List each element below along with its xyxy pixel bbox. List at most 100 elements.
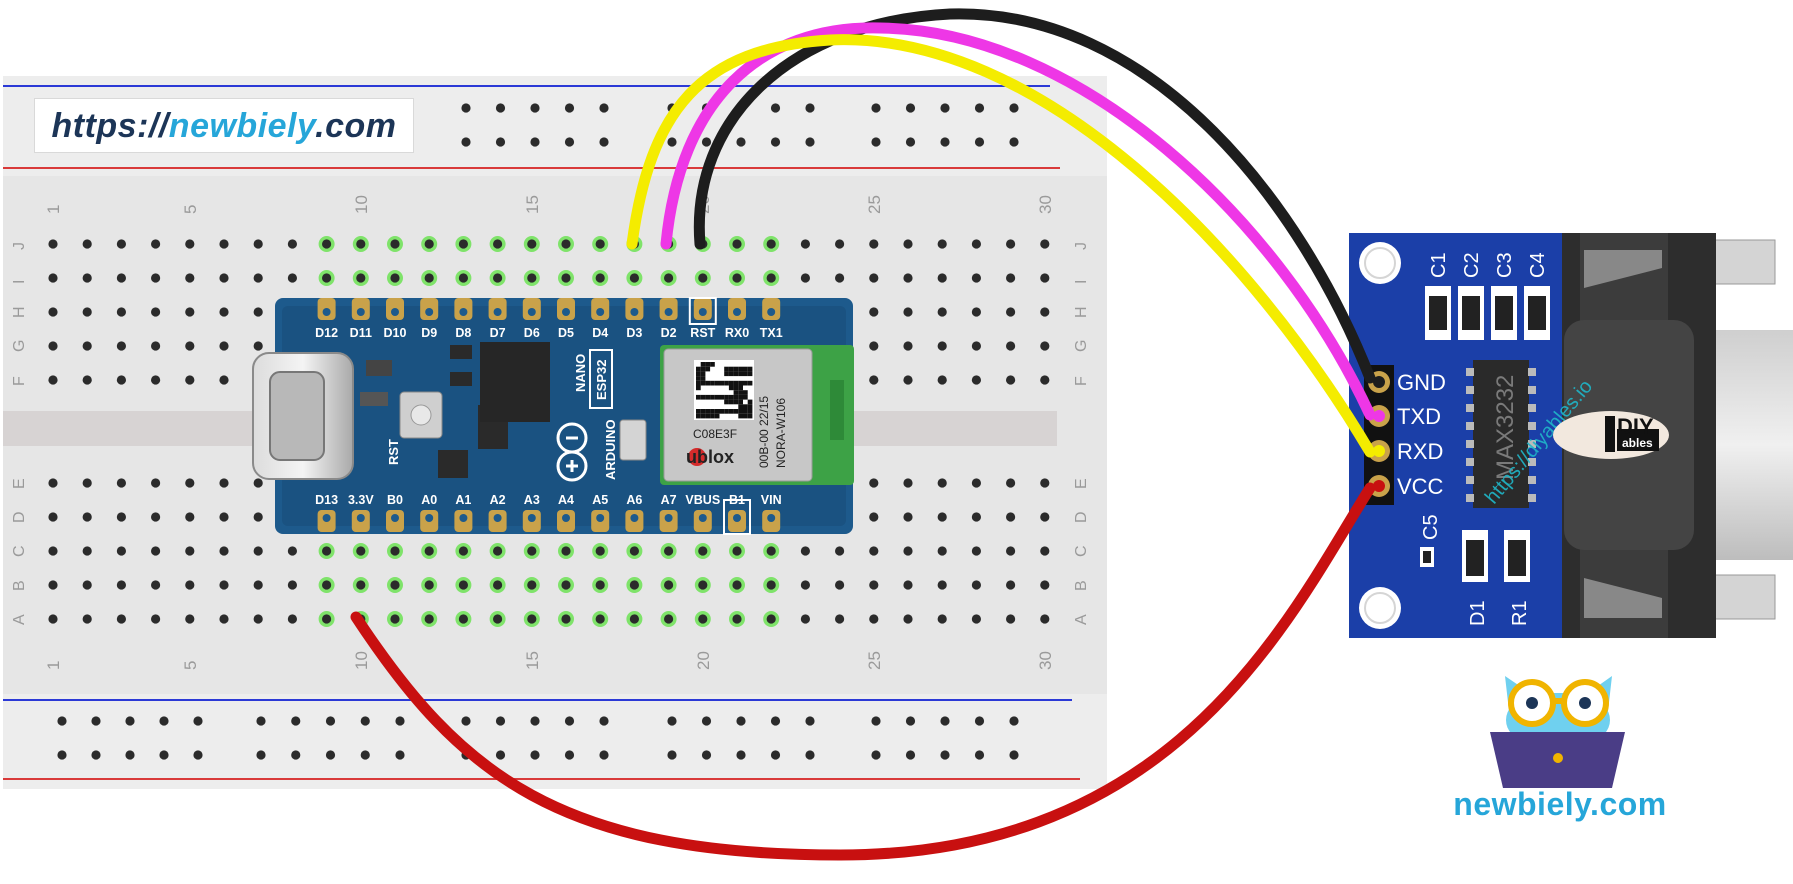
column-number: 10 (352, 195, 371, 214)
breadboard-hole (835, 614, 845, 624)
breadboard-hole (1006, 375, 1016, 385)
column-number: 15 (523, 651, 542, 670)
rail-hole (57, 716, 67, 726)
breadboard-hole (869, 546, 879, 556)
diyables-logo: DIY ables (1553, 411, 1669, 459)
newbiely-owl-logo (1490, 676, 1625, 788)
breadboard-hole (322, 580, 332, 590)
breadboard-hole (971, 512, 982, 522)
breadboard-hole (390, 546, 400, 556)
breadboard-hole (151, 375, 161, 385)
red-wire (350, 482, 1376, 861)
breadboard-hole (322, 614, 332, 624)
column-number: 20 (694, 651, 713, 670)
r1-label: R1 (1509, 600, 1531, 626)
breadboard-hole (356, 546, 366, 556)
breadboard-hole (151, 614, 161, 624)
breadboard-hole (82, 512, 92, 522)
breadboard-hole (1006, 614, 1016, 624)
breadboard-hole (903, 478, 913, 488)
breadboard-hole (664, 614, 674, 624)
arduino-top-pin-label: D7 (490, 326, 506, 340)
module-code-1: C08E3F (693, 427, 737, 441)
board-text-arduino: ARDUINO (603, 419, 618, 480)
breadboard-hole (971, 580, 982, 590)
rail-hole (940, 750, 950, 760)
breadboard-hole (1006, 580, 1016, 590)
rail-hole (599, 103, 609, 113)
breadboard-hole (322, 273, 332, 283)
row-label: F (1073, 376, 1090, 386)
rail-hole (940, 716, 950, 726)
arduino-pin-labels: D12D13D113.3VD10B0D9A0D8A1D7A2D6A3D5A4D4… (315, 326, 783, 507)
breadboard-hole (253, 614, 263, 624)
breadboard-hole (287, 239, 297, 249)
column-number: 30 (1036, 651, 1055, 670)
rail-hole (530, 137, 540, 147)
breadboard-hole (1040, 580, 1050, 590)
rail-hole (974, 716, 985, 726)
arduino-bottom-pin-label: VIN (761, 493, 782, 507)
breadboard-hole (595, 546, 605, 556)
black-wire (693, 8, 1376, 384)
breadboard-hole (903, 239, 913, 249)
rail-hole (736, 137, 746, 147)
rail-hole (701, 750, 712, 760)
diyables-logo-ables: ables (1622, 436, 1653, 450)
rail-hole (805, 137, 815, 147)
breadboard-hole (458, 239, 468, 249)
breadboard-hole (800, 239, 811, 249)
arduino-bottom-pin-label: B1 (729, 493, 745, 507)
breadboard-hole (253, 341, 263, 351)
rail-hole (256, 716, 266, 726)
breadboard-hole (869, 580, 879, 590)
rail-hole (495, 750, 506, 760)
breadboard-hole (561, 614, 571, 624)
breadboard-hole (219, 307, 229, 317)
column-number: 10 (352, 651, 371, 670)
rail-hole (291, 750, 301, 760)
breadboard-hole (937, 614, 947, 624)
breadboard-hole (48, 239, 58, 249)
breadboard-hole (869, 341, 879, 351)
arduino-bottom-pin-label: A3 (524, 493, 540, 507)
row-label: J (1073, 242, 1090, 250)
max3232-chip (1473, 360, 1529, 508)
arduino-top-pin-label: D2 (661, 326, 677, 340)
rail-hole (159, 716, 169, 726)
breadboard-hole (253, 478, 263, 488)
row-label: G (11, 340, 28, 352)
rail-hole (974, 137, 985, 147)
breadboard-hole (151, 273, 161, 283)
breadboard-hole (185, 273, 195, 283)
arduino-top-pin-label: D11 (350, 326, 372, 340)
breadboard-hole (527, 580, 537, 590)
row-label: C (1073, 545, 1090, 557)
breadboard-hole (185, 239, 195, 249)
breadboard-hole (527, 614, 537, 624)
rail-hole (325, 716, 336, 726)
board-text-esp32: ESP32 (594, 360, 609, 400)
c5-label: C5 (1420, 514, 1442, 540)
breadboard-hole (322, 546, 332, 556)
breadboard-hole (971, 273, 982, 283)
breadboard-hole (835, 546, 845, 556)
rail-hole (905, 103, 916, 113)
column-number: 25 (865, 195, 884, 214)
breadboard-hole (766, 546, 776, 556)
arduino-nano-esp32: D12D13D113.3VD10B0D9A0D8A1D7A2D6A3D5A4D4… (252, 297, 854, 535)
breadboard-hole (732, 273, 742, 283)
arduino-bottom-pin-label: A1 (455, 493, 471, 507)
breadboard-hole (116, 512, 126, 522)
rail-hole (530, 716, 540, 726)
breadboard-hole (1040, 478, 1050, 488)
breadboard-hole (48, 580, 58, 590)
breadboard-hole (698, 273, 708, 283)
wires (350, 8, 1376, 861)
capacitor-label: C2 (1461, 252, 1483, 278)
breadboard-hole (561, 239, 571, 249)
breadboard-hole (835, 239, 845, 249)
rail-hole (905, 137, 916, 147)
